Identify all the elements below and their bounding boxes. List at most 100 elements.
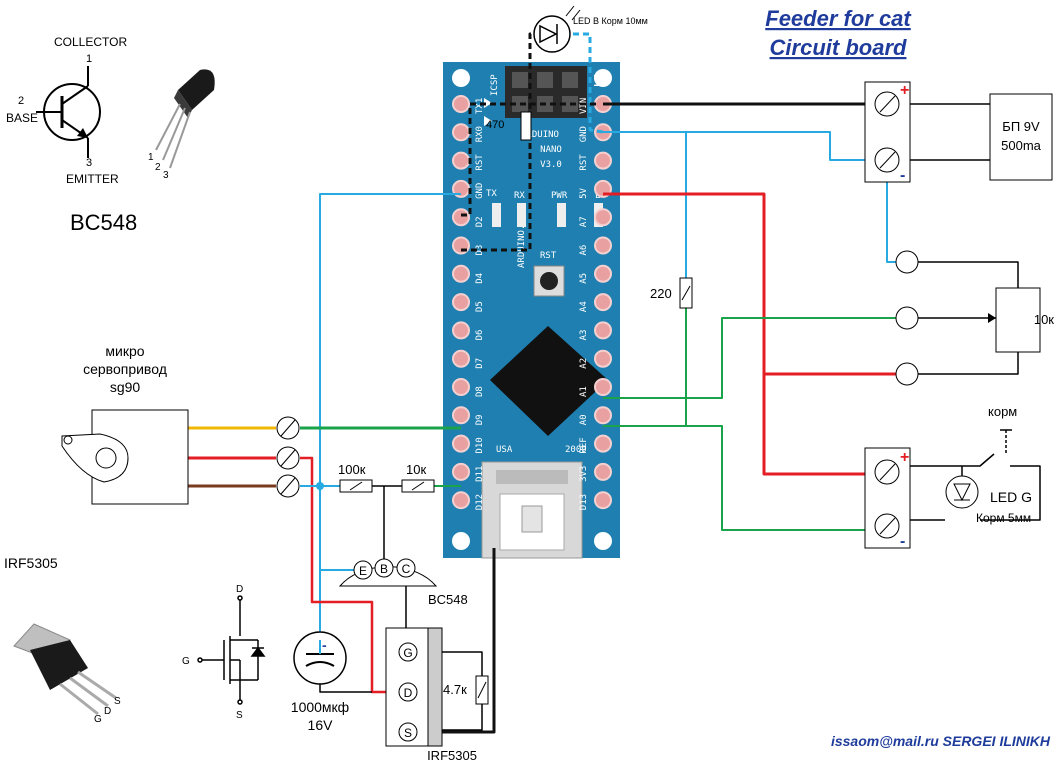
author-credit: issaom@mail.ru SERGEI ILINIKH — [831, 733, 1051, 749]
led-top-label: LED В Корм 10мм — [573, 16, 648, 26]
emitter-label: EMITTER — [66, 172, 119, 186]
pin-label-gnd: GND — [579, 126, 589, 142]
led-green: LED G Корм 5мм — [945, 475, 1032, 525]
feed-plus: + — [900, 449, 909, 466]
resistor-220: 220 — [650, 277, 693, 309]
led-label-tx: TX — [486, 189, 497, 199]
pin-label-a3: A3 — [579, 330, 589, 341]
servo-label-line2: сервопривод — [83, 361, 167, 377]
irf-pin-g: G — [403, 646, 412, 660]
resistor-470-label: 470 — [486, 119, 504, 131]
wire-gnd-psu — [603, 131, 865, 161]
pin-label-a4: A4 — [579, 301, 589, 312]
pin-label-a2: A2 — [579, 358, 589, 369]
pin-pad-ref — [594, 434, 612, 453]
pin-label-d8: D8 — [475, 386, 485, 397]
resistor-4k7: 4.7к — [443, 675, 489, 705]
pin-pad-a6 — [594, 236, 612, 255]
pin-pad-d7 — [452, 349, 470, 368]
wire-servo-vcc-drain — [300, 456, 394, 694]
pin-label-a1: A1 — [579, 386, 589, 397]
psu-terminal-block: + - — [864, 81, 911, 184]
wire-pot-top — [918, 261, 1019, 288]
to220-leg-g: G — [94, 714, 102, 725]
pin-label-d7: D7 — [475, 358, 485, 369]
feed-switch: корм — [988, 404, 1017, 454]
irf5305-reference: IRF5305 G D S D G — [4, 555, 266, 725]
pin-pad-d6 — [452, 321, 470, 340]
wire-gnd-pot — [886, 160, 896, 263]
mosfet-g-label: G — [182, 656, 190, 667]
feed-terminal-block: + - — [864, 447, 911, 550]
reset-button — [533, 265, 565, 297]
bc548-reference: COLLECTOR 1 2 BASE 3 EMITTER 1 2 3 BC548 — [6, 35, 215, 235]
led-rx — [517, 203, 526, 227]
base-label: BASE — [6, 111, 38, 125]
wire-gnd-left — [319, 193, 461, 571]
pin-pad-a2 — [594, 349, 612, 368]
pin-label-tx1: TX1 — [475, 98, 485, 114]
arduino-name-line1: ARDUINO — [521, 130, 559, 140]
led-label-pwr: PWR — [551, 191, 568, 201]
arduino-brand: ARDUINO.CC — [517, 214, 527, 268]
wire-d3-led — [461, 32, 532, 252]
potentiometer: 10к — [895, 250, 1054, 386]
led-g-label-line2: Корм 5мм — [976, 511, 1031, 525]
pin-label-d9: D9 — [475, 414, 485, 425]
bc548-ref-name: BC548 — [70, 210, 137, 235]
pin-label-a6: A6 — [579, 245, 589, 256]
wire-led-top — [573, 32, 604, 134]
pin-label-3v3: 3V3 — [579, 466, 589, 482]
psu-minus: - — [900, 167, 905, 184]
servo-label-line3: sg90 — [110, 379, 141, 395]
pin-pad-d2 — [452, 208, 470, 227]
pin-pad-a7 — [594, 208, 612, 227]
wire-sw-right — [980, 465, 1041, 521]
to220-package-image: G D S — [13, 623, 121, 725]
bc548-pin-b: B — [380, 562, 388, 576]
year-label: 2009 — [565, 445, 587, 455]
pin-pad-rst — [452, 151, 470, 170]
pin-label-a7: A7 — [579, 216, 589, 227]
arduino-nano-board: ICSP 1 ARDUINO NANO V3.0 ARDUINO.CC TX R… — [443, 62, 620, 559]
irf-pin-s: S — [404, 726, 412, 740]
wire-a0-switch — [603, 425, 865, 531]
pin-label-d13: D13 — [579, 494, 589, 510]
icsp-pin1-label: 1 — [592, 71, 602, 90]
reset-button-label: RST — [540, 251, 557, 261]
arduino-name-line2: NANO — [540, 145, 562, 155]
pin-label-vin: VIN — [579, 98, 589, 114]
pin-label-rst: RST — [475, 154, 485, 171]
title-line2: Circuit board — [770, 35, 907, 60]
led-label-rx: RX — [514, 191, 525, 201]
pin-pad-a3 — [594, 321, 612, 340]
emitter-pin-number: 3 — [86, 157, 92, 169]
pin-pad-d5 — [452, 293, 470, 312]
pin-pad-d10 — [452, 434, 470, 453]
mosfet-s-label: S — [236, 710, 243, 721]
wire-source-gnd — [420, 548, 496, 734]
led-pwr — [557, 203, 566, 227]
resistor-4k7-label: 4.7к — [443, 682, 467, 697]
pin-pad-d8 — [452, 378, 470, 396]
wire-5v — [603, 192, 865, 476]
led-g-label-line1: LED G — [990, 489, 1032, 505]
pin-pad-d12 — [452, 491, 470, 510]
psu-plus: + — [900, 82, 909, 99]
bc548-pin-c: C — [402, 562, 411, 576]
to220-leg-s: S — [114, 696, 121, 707]
resistor-10k: 10к — [401, 462, 435, 493]
atmega-chip — [490, 326, 608, 436]
servo-label-line1: микро — [105, 343, 144, 359]
servo-sg90: микро сервопривод sg90 — [61, 343, 189, 505]
bc548-pin-e: E — [359, 564, 367, 578]
usa-label: USA — [496, 445, 513, 455]
irf-label: IRF5305 — [427, 748, 477, 763]
pin-label-d4: D4 — [475, 273, 485, 284]
cap-label-line2: 16V — [308, 717, 334, 733]
pin-label-d5: D5 — [475, 301, 485, 312]
capacitor-1000uf: - 1000мкф 16V — [291, 631, 349, 733]
resistor-100k-label: 100к — [338, 462, 366, 477]
wires — [188, 32, 1041, 734]
